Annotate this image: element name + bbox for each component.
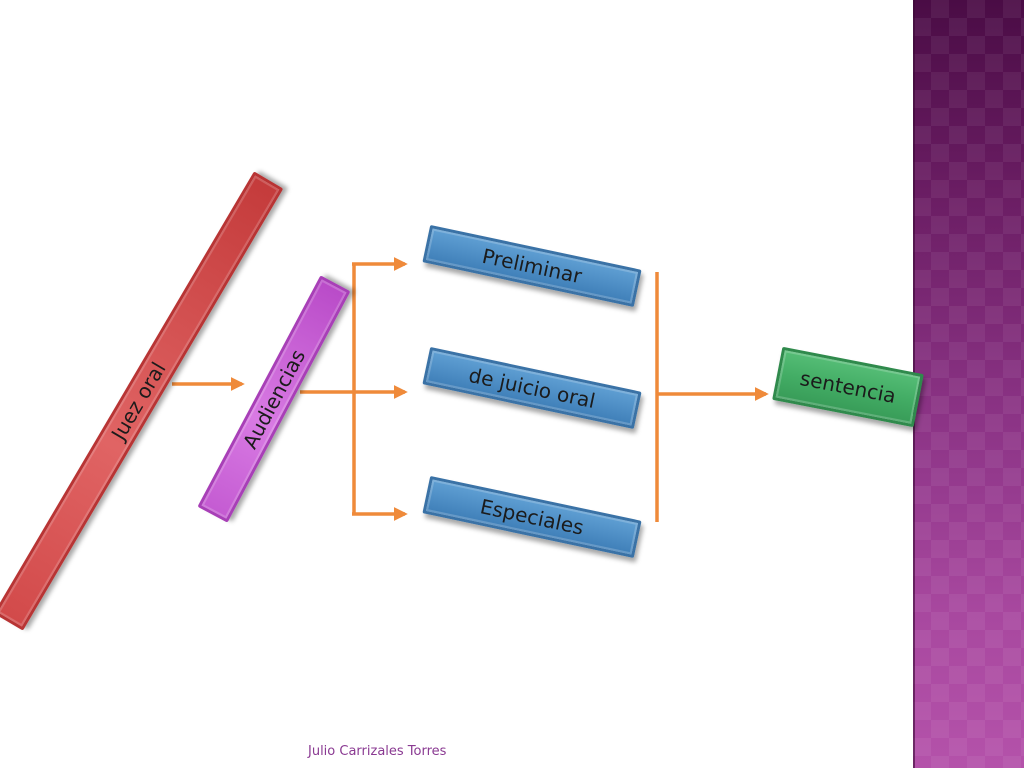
decorative-sidebar (913, 0, 1024, 768)
outcome-label: sentencia (798, 365, 898, 409)
footer-author: Julio Carrizales Torres (308, 744, 447, 759)
